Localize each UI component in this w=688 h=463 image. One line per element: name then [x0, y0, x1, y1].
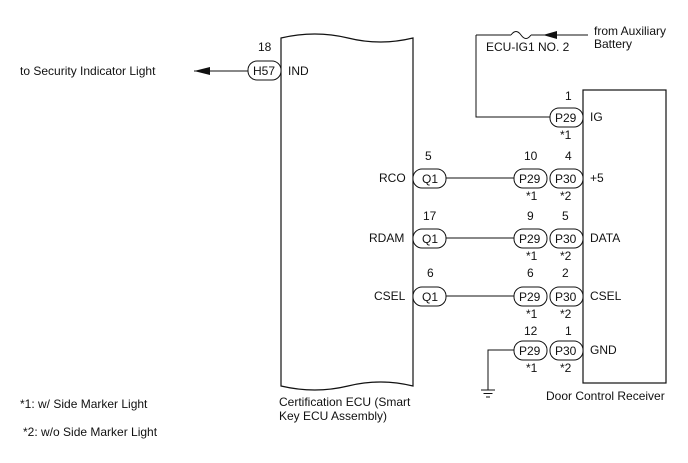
row-ecu-pin: 5	[425, 149, 432, 163]
ground-p30-connector	[549, 340, 584, 361]
supply-wire-down	[475, 35, 550, 118]
security-destination: to Security Indicator Light	[20, 64, 156, 78]
row-p29-pin: 6	[527, 266, 534, 280]
row-q1-label: Q1	[422, 232, 438, 246]
security-signal: IND	[288, 64, 309, 78]
ig-connector	[549, 107, 584, 128]
row-p30-connector	[549, 228, 584, 249]
h57-connector	[247, 60, 282, 81]
ecu-label-line1: Certification ECU (Smart	[279, 395, 411, 409]
row-q1-label: Q1	[422, 172, 438, 186]
supply-source-line2: Battery	[594, 37, 632, 51]
row-rx-signal: DATA	[590, 231, 620, 245]
ground-note2: *2	[560, 361, 572, 375]
ground-icon	[481, 389, 495, 398]
row-p30-pin: 5	[562, 209, 569, 223]
ecu-label-line2: Key ECU Assembly)	[279, 409, 387, 423]
row-note1: *1	[526, 189, 538, 203]
row-ecu-signal: CSEL	[374, 289, 406, 303]
row-p29-label: P29	[519, 290, 541, 304]
signal-row-csel: 6 CSEL Q1 P29 P30 6 2 *1 *2 CSEL	[374, 266, 622, 321]
row-q1-label: Q1	[422, 290, 438, 304]
row-note2: *2	[560, 307, 572, 321]
legend-note1: *1: w/ Side Marker Light	[20, 397, 148, 411]
row-note1: *1	[526, 249, 538, 263]
row-p29-pin: 9	[527, 209, 534, 223]
row-note2: *2	[560, 249, 572, 263]
row-p29-pin: 10	[524, 149, 538, 163]
supply-source-line1: from Auxiliary	[594, 24, 666, 38]
ground-row: 12 1 P29 P30 *1 *2 GND	[481, 324, 617, 398]
security-arrow	[194, 67, 210, 75]
row-ecu-signal: RDAM	[369, 231, 404, 245]
ground-wire	[487, 349, 514, 390]
ground-note1: *1	[526, 361, 538, 375]
signal-row-rco: 5 RCO Q1 P29 P30 10 4 *1 *2 +5	[379, 149, 604, 203]
security-pin: 18	[258, 40, 272, 54]
row-note2: *2	[560, 189, 572, 203]
ig-pin: 1	[565, 89, 572, 103]
receiver-label: Door Control Receiver	[546, 389, 665, 403]
ground-p29-label: P29	[519, 344, 541, 358]
fuse-icon	[510, 31, 532, 39]
row-p30-label: P30	[555, 290, 577, 304]
row-ecu-pin: 17	[423, 209, 437, 223]
ig-signal: IG	[590, 110, 603, 124]
row-p29-label: P29	[519, 232, 541, 246]
row-p29-connector	[513, 168, 548, 189]
ig-note: *1	[560, 128, 572, 142]
row-p30-pin: 2	[562, 266, 569, 280]
door-control-receiver-body	[582, 89, 667, 384]
ground-p30-label: P30	[555, 344, 577, 358]
row-rx-signal: +5	[590, 171, 604, 185]
row-rx-signal: CSEL	[590, 289, 622, 303]
row-p30-label: P30	[555, 232, 577, 246]
row-ecu-pin: 6	[427, 266, 434, 280]
signal-row-rdam: 17 RDAM Q1 P29 P30 9 5 *1 *2 DATA	[369, 209, 620, 263]
row-p29-label: P29	[519, 172, 541, 186]
certification-ecu-body	[280, 33, 414, 391]
ground-p29-pin: 12	[524, 324, 538, 338]
row-note1: *1	[526, 307, 538, 321]
h57-label: H57	[253, 64, 275, 78]
ground-rx-signal: GND	[590, 343, 617, 357]
row-p30-connector	[549, 286, 584, 307]
row-p30-pin: 4	[565, 149, 572, 163]
supply-arrow	[543, 31, 557, 39]
fuse-label: ECU-IG1 NO. 2	[486, 40, 570, 54]
legend-note2: *2: w/o Side Marker Light	[23, 425, 158, 439]
row-p29-connector	[513, 286, 548, 307]
ground-p30-pin: 1	[565, 324, 572, 338]
row-ecu-signal: RCO	[379, 171, 406, 185]
row-p29-connector	[513, 228, 548, 249]
row-p30-connector	[549, 168, 584, 189]
row-p30-label: P30	[555, 172, 577, 186]
ig-connector-label: P29	[555, 111, 577, 125]
